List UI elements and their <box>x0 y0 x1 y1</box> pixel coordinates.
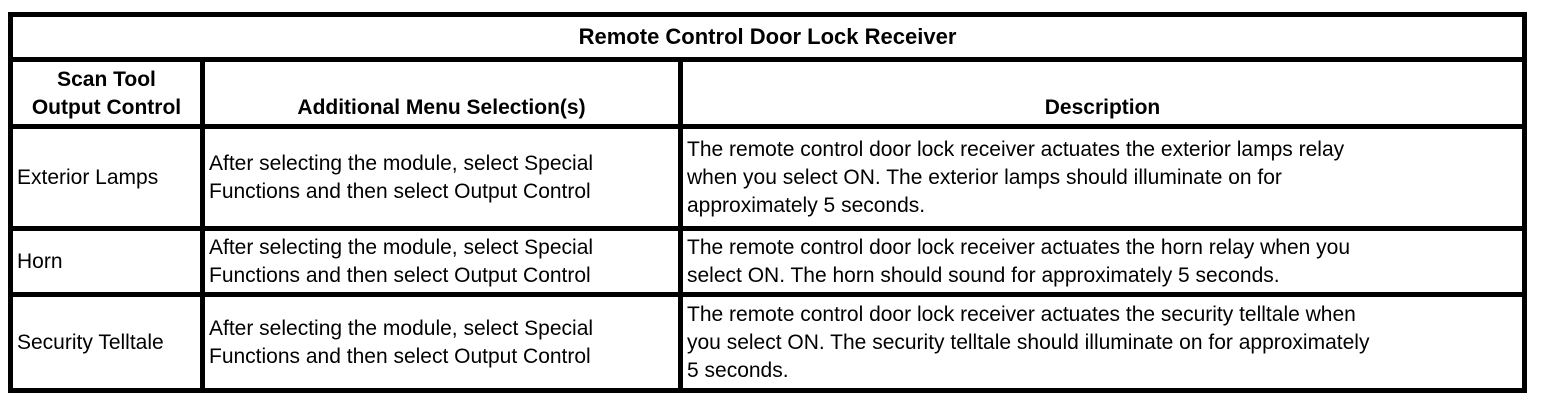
cell-description: The remote control door lock receiver ac… <box>678 124 1527 231</box>
table-row-exterior-lamps: Exterior Lamps After selecting the modul… <box>8 124 1527 231</box>
cell-output-control: Horn <box>8 226 205 297</box>
table-row-security-telltale: Security Telltale After selecting the mo… <box>8 292 1527 393</box>
header-row: Scan Tool Output Control Additional Menu… <box>8 57 1527 129</box>
cell-menu-selections: After selecting the module, select Speci… <box>200 124 683 231</box>
column-header-additional-menu-selections: Additional Menu Selection(s) <box>200 57 683 129</box>
cell-output-control: Exterior Lamps <box>8 124 205 231</box>
cell-menu-selections: After selecting the module, select Speci… <box>200 292 683 393</box>
table-title: Remote Control Door Lock Receiver <box>8 12 1527 62</box>
cell-output-control: Security Telltale <box>8 292 205 393</box>
table-row-horn: Horn After selecting the module, select … <box>8 226 1527 297</box>
title-row: Remote Control Door Lock Receiver <box>8 12 1527 62</box>
column-header-description: Description <box>678 57 1527 129</box>
cell-menu-selections: After selecting the module, select Speci… <box>200 226 683 297</box>
cell-description: The remote control door lock receiver ac… <box>678 226 1527 297</box>
column-header-scan-tool-output-control: Scan Tool Output Control <box>8 57 205 129</box>
cell-description: The remote control door lock receiver ac… <box>678 292 1527 393</box>
remote-control-door-lock-receiver-table: Remote Control Door Lock Receiver Scan T… <box>8 12 1527 393</box>
